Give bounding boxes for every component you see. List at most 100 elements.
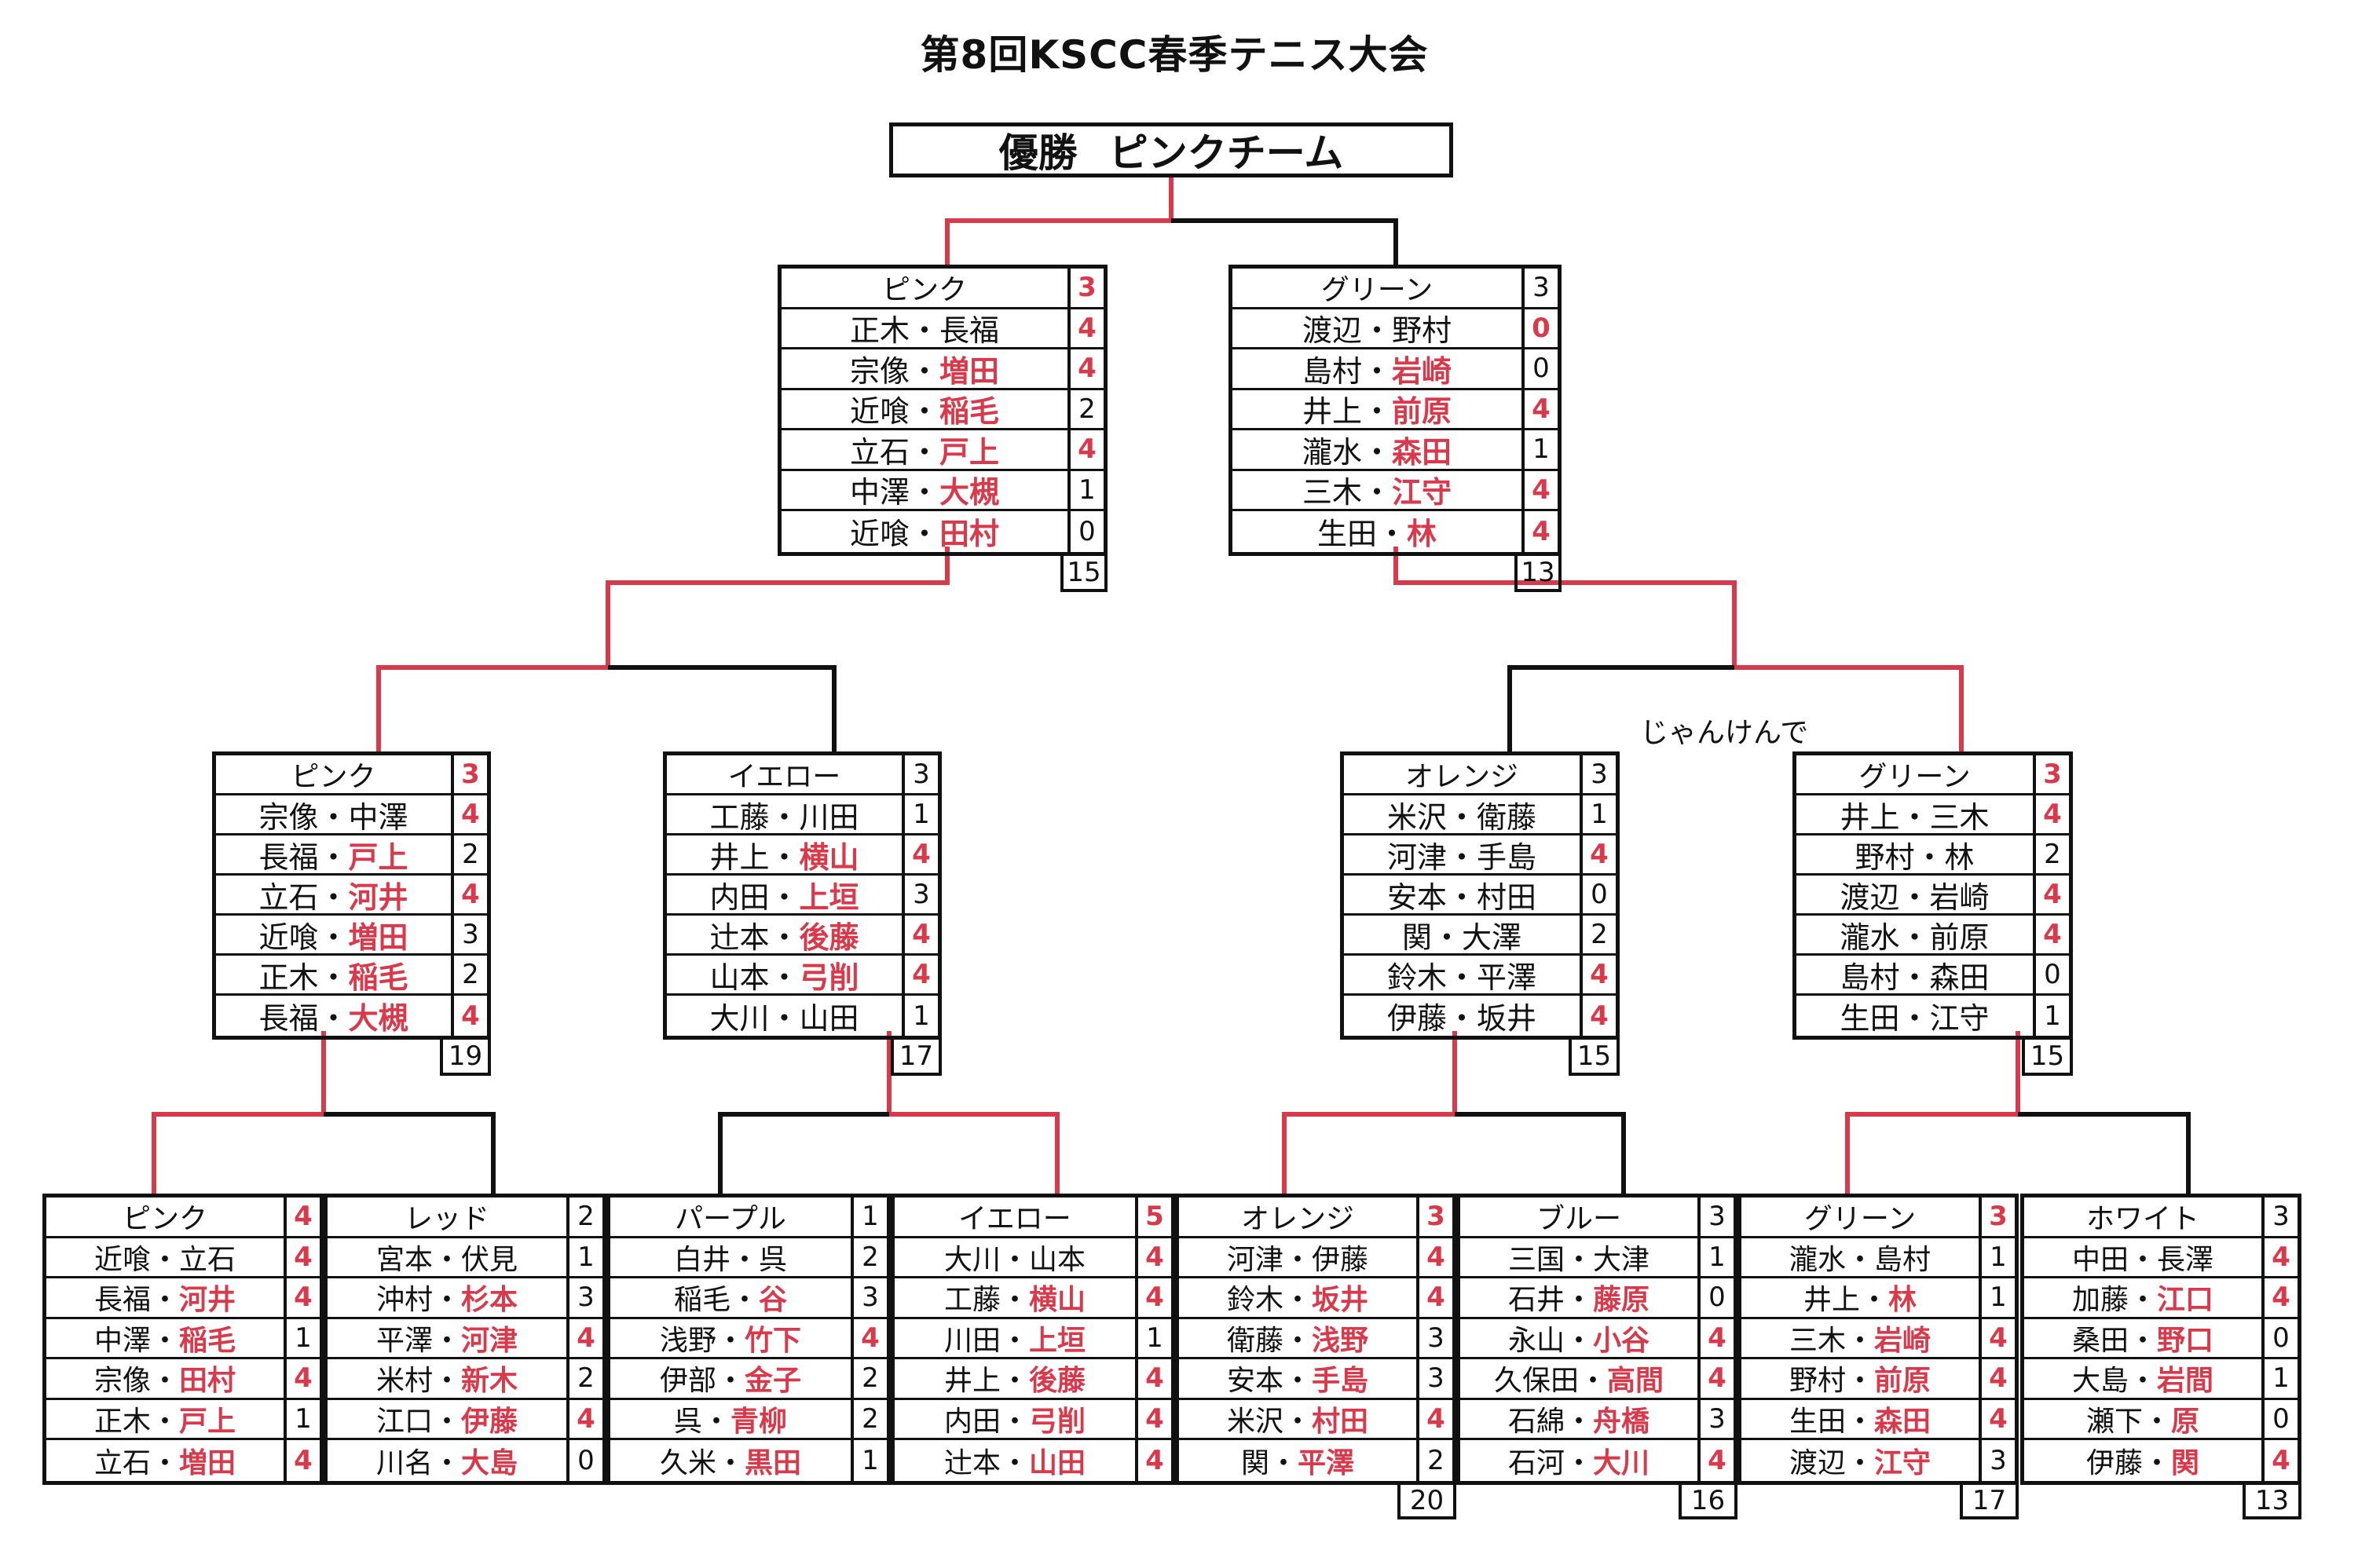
team-score: 2 [566,1197,602,1236]
player-name: 黒田 [745,1446,802,1479]
pair-separator: ・ [1000,1446,1029,1479]
pair-names: 長福・河井 [46,1278,284,1317]
player-name: 長福 [93,1284,151,1317]
match-points: 3 [851,1278,887,1317]
player-name: 前原 [1874,1365,1931,1398]
player-name: 安本 [1386,879,1447,914]
match-points: 3 [1416,1359,1452,1398]
match-points: 1 [2261,1359,2298,1398]
player-name: 江口 [375,1405,433,1438]
pair-separator: ・ [1000,1405,1029,1438]
player-name: 宗像 [93,1365,151,1398]
player-name: 手島 [1477,839,1537,874]
pair-separator: ・ [1000,1243,1029,1276]
player-name: 辻本 [943,1446,1001,1479]
pair-separator: ・ [1446,799,1477,834]
match-points: 2 [851,1238,887,1276]
pair-names: 伊藤・坂井 [1344,996,1580,1036]
team-total: 20 [1397,1484,1456,1519]
pair-names: 米沢・衛藤 [1344,795,1580,834]
player-name: 長福 [258,1001,319,1036]
player-name: 中田 [2071,1243,2129,1276]
match-points: 4 [1067,309,1104,347]
team-score: 3 [1067,269,1104,307]
pair-names: 正木・長福 [782,309,1067,347]
player-name: 大島 [461,1446,518,1479]
player-name: 三国 [1507,1243,1565,1276]
pair-names: 関・平澤 [1179,1440,1416,1481]
winner-label: 優勝 [998,130,1078,176]
pair-names: 三木・岩崎 [1741,1319,1979,1358]
pair-separator: ・ [1899,920,1930,954]
pair-names: 沖村・杉本 [328,1278,566,1317]
pair-names: 生田・林 [1232,511,1521,552]
pair-separator: ・ [1361,475,1392,509]
team-name: イエロー [958,1203,1071,1236]
pair-separator: ・ [2142,1405,2171,1438]
pair-separator: ・ [1899,879,1930,914]
player-name: 川名 [375,1446,433,1479]
player-name: 山田 [799,1001,859,1036]
team-score: 3 [1580,755,1616,793]
pair-separator: ・ [432,1243,461,1276]
team-total: 15 [2022,1040,2073,1076]
match-points: 4 [284,1440,320,1481]
player-name: 野村 [1392,313,1452,347]
player-name: 近喰 [849,517,910,552]
player-name: 長福 [939,313,1000,347]
match-points: 4 [1135,1238,1171,1276]
player-name: 立石 [93,1446,151,1479]
pair-names: 渡辺・野村 [1232,309,1521,347]
pair-names: 大島・岩間 [2024,1359,2261,1398]
pair-names: 鈴木・平澤 [1344,956,1580,994]
pair-separator: ・ [909,434,939,469]
pair-names: 生田・森田 [1741,1400,1979,1439]
match-points: 0 [1067,511,1104,552]
player-name: 瀧水 [1840,920,1900,954]
pair-separator: ・ [769,1001,800,1036]
pair-names: 野村・林 [1796,836,2033,874]
player-name: 川田 [943,1324,1001,1357]
player-name: 渡辺 [1789,1446,1846,1479]
pair-names: 大川・山本 [895,1238,1135,1277]
match-points: 4 [451,876,487,913]
player-name: 米沢 [1226,1405,1283,1438]
player-name: 鈴木 [1226,1284,1283,1317]
pair-separator: ・ [1845,1446,1874,1479]
player-name: 岩崎 [1392,353,1452,388]
player-name: 手島 [1312,1365,1369,1398]
pair-separator: ・ [1564,1324,1593,1357]
pair-names: 辻本・後藤 [667,916,902,954]
pair-separator: ・ [2142,1446,2171,1479]
pair-separator: ・ [1361,434,1392,469]
pair-names: 瀧水・前原 [1796,916,2033,954]
player-name: 米村 [375,1365,433,1398]
player-name: 後藤 [1029,1365,1086,1398]
pair-separator: ・ [730,1284,759,1317]
match-points: 4 [1580,996,1616,1036]
player-name: 三木 [1302,475,1362,509]
team-name: グリーン [1858,761,1971,793]
team-total: 15 [1569,1040,1620,1076]
player-name: 野村 [1855,839,1915,874]
team-total: 13 [1514,555,1562,592]
pair-names: 宮本・伏見 [328,1238,566,1277]
pair-separator: ・ [769,799,800,834]
